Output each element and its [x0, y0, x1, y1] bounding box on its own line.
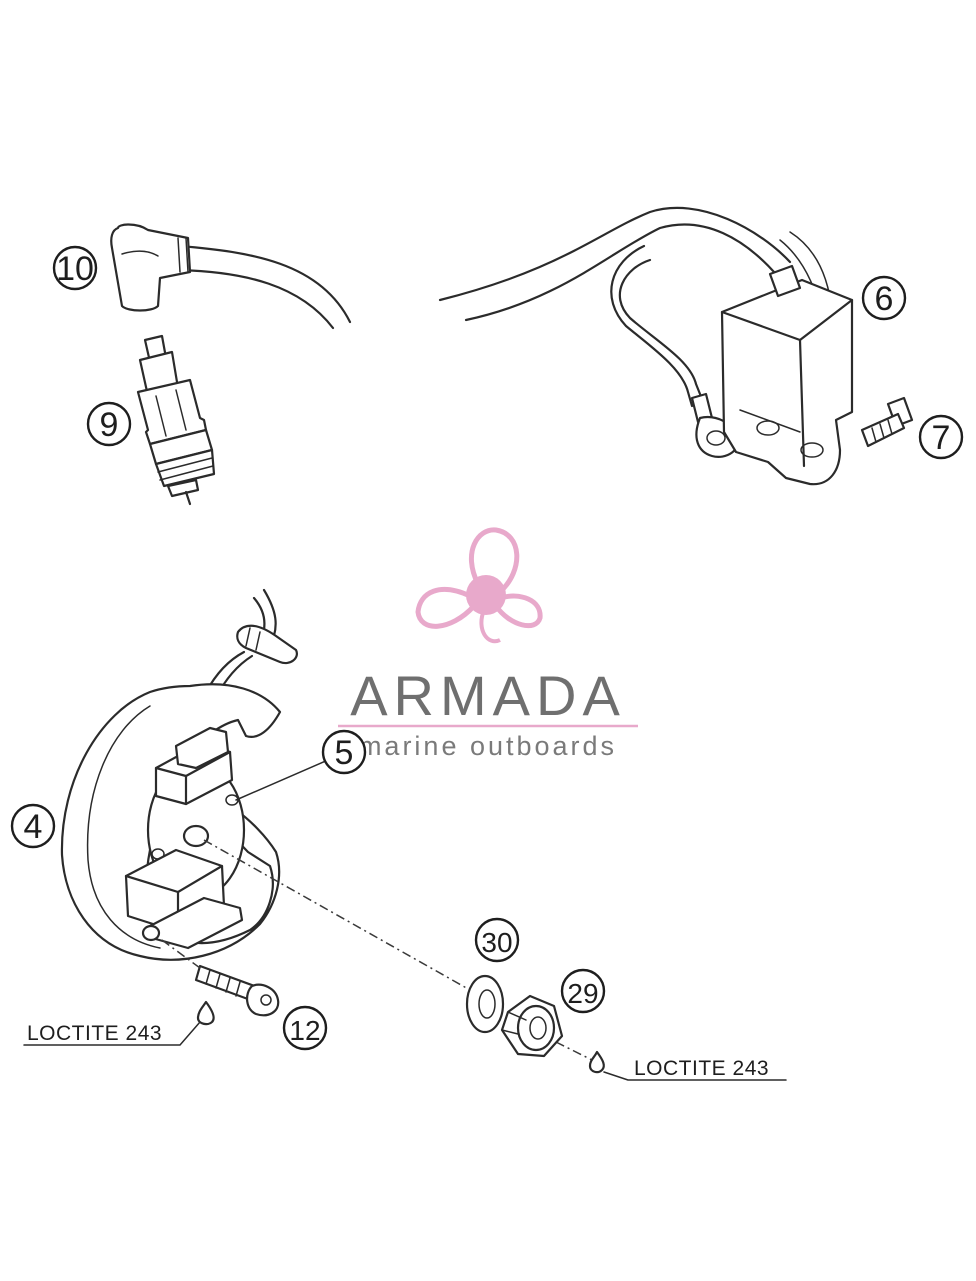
coil-bolt — [860, 396, 914, 448]
callout-30-label: 30 — [481, 927, 512, 958]
stator-assembly — [60, 588, 298, 1026]
ignition-coil — [438, 206, 854, 486]
callout-4: 4 — [10, 803, 56, 849]
callout-29: 29 — [560, 968, 606, 1014]
propeller-icon — [415, 527, 543, 644]
leader-line-5 — [235, 759, 329, 801]
nut-and-washer — [203, 839, 605, 1074]
callout-12: 12 — [282, 1005, 328, 1051]
spark-plug-cap — [110, 223, 352, 330]
armada-logo: ARMADA marine outboards — [338, 527, 638, 761]
callout-10: 10 — [52, 245, 98, 291]
leader-line-loctite-left — [23, 1021, 201, 1046]
callout-7-label: 7 — [932, 419, 951, 457]
callout-6: 6 — [861, 275, 907, 321]
loctite-note-right: LOCTITE 243 — [634, 1057, 769, 1080]
callout-30: 30 — [474, 917, 520, 963]
callout-9: 9 — [86, 401, 132, 447]
loctite-note-left: LOCTITE 243 — [27, 1022, 162, 1045]
brand-name: ARMADA — [350, 664, 626, 727]
callout-5: 5 — [321, 729, 367, 775]
callout-7: 7 — [918, 414, 964, 460]
callout-9-label: 9 — [100, 406, 119, 444]
callout-5-label: 5 — [335, 734, 354, 772]
brand-tagline: marine outboards — [359, 731, 617, 761]
spark-plug — [136, 334, 216, 506]
callout-29-label: 29 — [567, 978, 598, 1009]
callout-10-label: 10 — [56, 250, 94, 288]
callout-4-label: 4 — [24, 808, 43, 846]
callout-6-label: 6 — [875, 280, 894, 318]
callout-12-label: 12 — [289, 1015, 320, 1046]
leader-line-loctite-right — [603, 1071, 787, 1081]
